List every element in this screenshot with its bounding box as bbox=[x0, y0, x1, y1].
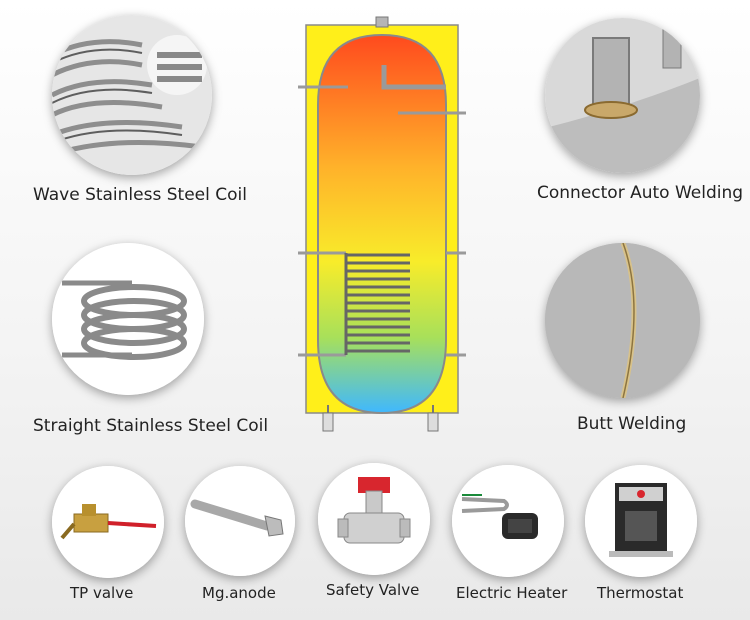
safety-valve-photo bbox=[318, 463, 430, 575]
electric-heater-label: Electric Heater bbox=[456, 584, 568, 602]
corrugated-pipe-icon bbox=[52, 15, 212, 175]
welded-connector-icon bbox=[545, 18, 700, 173]
tp-valve-label: TP valve bbox=[70, 584, 134, 602]
thermostat-icon bbox=[585, 465, 697, 577]
straight-coil-label: Straight Stainless Steel Coil bbox=[33, 416, 269, 436]
safety-valve-icon bbox=[318, 463, 430, 575]
thermostat-photo bbox=[585, 465, 697, 577]
water-tank-diagram bbox=[298, 16, 466, 432]
straight-coil-photo bbox=[52, 243, 204, 395]
heating-element-icon bbox=[452, 465, 564, 577]
butt-welding-label: Butt Welding bbox=[577, 414, 687, 434]
connector-welding-label: Connector Auto Welding bbox=[537, 183, 744, 203]
anode-rod-icon bbox=[185, 466, 295, 576]
wave-coil-photo bbox=[52, 15, 212, 175]
tank-coil bbox=[344, 253, 410, 355]
brass-valve-icon bbox=[52, 466, 164, 578]
coiled-pipe-icon bbox=[52, 243, 204, 395]
weld-seam-icon bbox=[545, 243, 700, 398]
mg-anode-photo bbox=[185, 466, 295, 576]
wave-coil-label: Wave Stainless Steel Coil bbox=[33, 185, 247, 205]
tp-valve-photo bbox=[52, 466, 164, 578]
thermostat-label: Thermostat bbox=[597, 584, 684, 602]
electric-heater-photo bbox=[452, 465, 564, 577]
safety-valve-label: Safety Valve bbox=[326, 581, 420, 599]
butt-welding-photo bbox=[545, 243, 700, 398]
mg-anode-label: Mg.anode bbox=[202, 584, 276, 602]
connector-welding-photo bbox=[545, 18, 700, 173]
